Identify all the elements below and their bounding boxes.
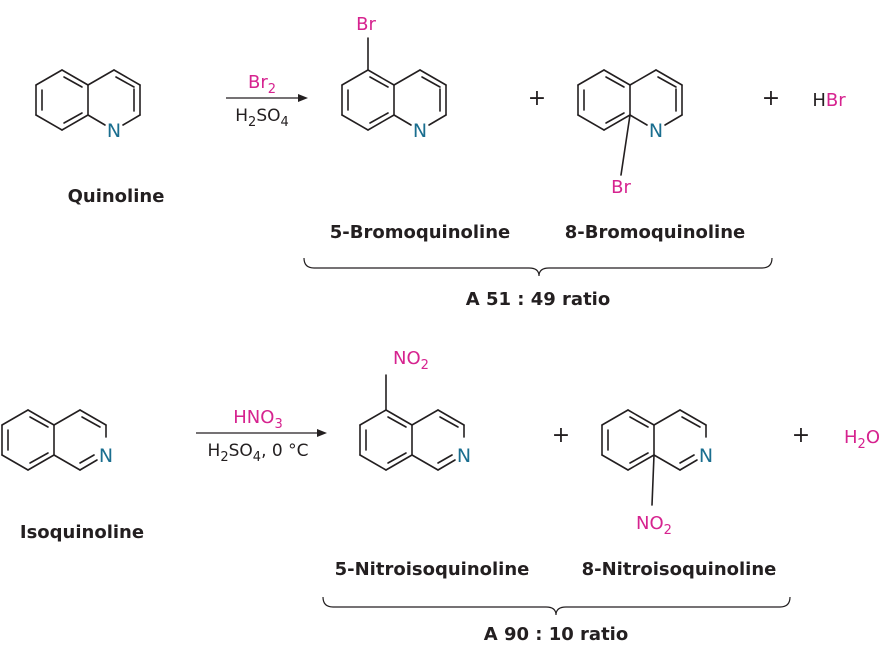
reagent-hno3: HNO3 [233,407,282,432]
reaction2-arrow [196,429,327,437]
plus-sign: + [552,423,570,448]
nitrogen-label: N [649,120,663,142]
hbr-byproduct: HBr [812,90,846,111]
plus-sign: + [792,423,810,448]
quinoline-structure: N [35,69,141,142]
product-brace [322,596,791,616]
reaction1-arrow [226,94,308,102]
8-nitroisoquinoline-name: 8-Nitroisoquinoline [582,559,777,580]
5-bromoquinoline-name: 5-Bromoquinoline [330,222,511,243]
nitrogen-label: N [99,445,113,467]
ratio-label: A 90 : 10 ratio [484,624,628,645]
ratio-label: A 51 : 49 ratio [466,289,610,310]
isoquinoline-structure: N [1,409,113,471]
8-bromoquinoline-structure: Br N [577,69,683,198]
5-bromoquinoline-structure: Br N [341,14,447,142]
quinoline-name: Quinoline [68,186,165,207]
8-bromoquinoline-name: 8-Bromoquinoline [565,222,746,243]
reagent-br2: Br2 [248,72,276,97]
nitrogen-label: N [699,445,713,467]
br-substituent: Br [356,14,376,35]
nitrogen-label: N [107,120,121,142]
nitrogen-label: N [413,120,427,142]
br-substituent: Br [611,177,631,198]
5-nitroisoquinoline-structure: NO2 N [359,348,471,471]
product-brace [303,257,773,277]
no2-substituent: NO2 [636,513,672,538]
plus-sign: + [528,86,546,111]
plus-sign: + [762,86,780,111]
h2o-byproduct: H2O [844,427,880,452]
reagent-h2so4-0c: H2SO4, 0 °C [208,441,309,465]
5-nitroisoquinoline-name: 5-Nitroisoquinoline [335,559,530,580]
8-nitroisoquinoline-structure: NO2 N [601,409,713,538]
nitrogen-label: N [457,445,471,467]
isoquinoline-name: Isoquinoline [20,522,144,543]
reagent-h2so4: H2SO4 [235,106,289,130]
no2-substituent: NO2 [393,348,429,373]
